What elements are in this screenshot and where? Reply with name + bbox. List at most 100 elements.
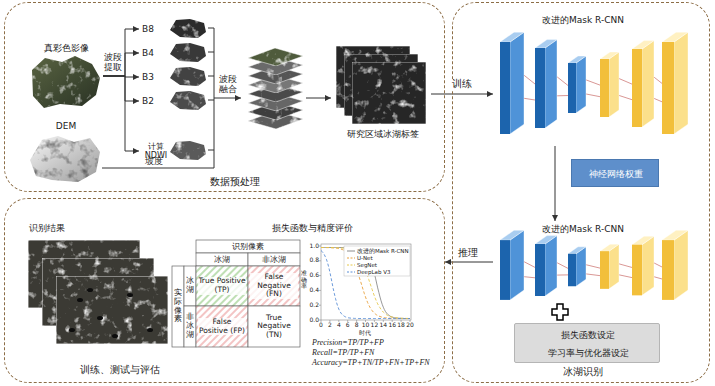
node-label: B2 xyxy=(142,96,154,106)
table-header-cell xyxy=(248,253,300,266)
image-node: DEM xyxy=(29,119,103,185)
layer-top xyxy=(535,40,557,48)
connector xyxy=(103,29,139,76)
merge-line xyxy=(208,52,214,53)
fusion-arrow xyxy=(214,98,241,99)
plus-symbol xyxy=(552,304,568,320)
lake-dot xyxy=(147,328,153,332)
layer-top xyxy=(500,32,524,42)
settings-box: 损失函数设定学习率与优化器设定 xyxy=(514,323,660,363)
table-cell: False Negative (FN) xyxy=(250,273,298,299)
table-header: 识别像素 xyxy=(232,242,264,251)
table-cell xyxy=(248,266,300,306)
axis-tick xyxy=(319,246,321,247)
layer-top xyxy=(662,230,688,240)
table-header-cell xyxy=(196,253,248,266)
layer-front xyxy=(535,244,545,296)
slope-line xyxy=(102,168,214,169)
layer-top xyxy=(568,247,586,254)
label-image-node: 研究区域冰湖标签 xyxy=(334,43,431,145)
layer-side xyxy=(609,52,619,117)
layer-front xyxy=(568,63,576,113)
tick-label: 12 xyxy=(371,322,379,329)
table-cell xyxy=(196,266,248,306)
legend-box xyxy=(344,246,410,276)
layer-side xyxy=(510,230,524,300)
edge-label: 训练 xyxy=(450,79,474,90)
node-label: 冰湖识别 xyxy=(563,367,603,378)
connector xyxy=(103,76,139,151)
layer-top xyxy=(632,41,654,49)
layer-front xyxy=(632,245,642,296)
node-label: 损失函数设定 xyxy=(561,330,615,340)
axis-tick xyxy=(319,290,321,291)
band-image xyxy=(170,43,206,62)
network-node: 改进的Mask R-CNN xyxy=(493,9,701,146)
layer-side xyxy=(674,32,688,134)
band-image xyxy=(170,141,206,160)
tick-label: 4 xyxy=(337,322,341,329)
layer-front xyxy=(600,59,609,117)
layer-front xyxy=(662,42,674,134)
layer-side xyxy=(642,236,654,295)
table-header: 冰湖 xyxy=(214,255,230,264)
legend-line xyxy=(347,265,355,266)
dashed-panel: 冰湖识别改进的Mask R-CNN神经网络权重改进的Mask R-CNN损失函数… xyxy=(452,2,710,383)
lake-dot xyxy=(112,334,118,338)
merge-line xyxy=(208,150,214,151)
layer-side xyxy=(674,230,688,300)
table-cell: True Negative (TN) xyxy=(250,314,298,340)
axis-tick xyxy=(319,275,321,276)
formula: Recall=TP/TP+FN xyxy=(312,348,374,357)
merge-line xyxy=(208,76,214,77)
legend-line xyxy=(347,272,355,273)
legend-label: DeepLab V3 xyxy=(357,269,390,275)
band-image xyxy=(170,91,206,110)
tick-label: 10 xyxy=(362,322,370,329)
layer-side xyxy=(545,236,557,296)
axis-tick xyxy=(319,260,321,261)
node-label: DEM xyxy=(56,121,76,131)
table-cell xyxy=(248,306,300,347)
axis-tick xyxy=(319,305,321,306)
stack-arrow xyxy=(306,98,331,99)
band-node: B8 xyxy=(139,18,209,40)
legend-line xyxy=(347,251,355,252)
node-label: 学习率与优化器设定 xyxy=(548,348,629,358)
label-image xyxy=(352,62,426,124)
tick-label: 14 xyxy=(379,322,387,329)
layer-front xyxy=(500,42,510,134)
lake-dot xyxy=(127,293,133,297)
dashed-panel: 数据预处理真彩色影像DEMB8B4B3B2计算 NDWI研究区域冰湖标签 xyxy=(4,2,445,192)
node-label: 训练、测试与评估 xyxy=(80,365,160,376)
annotation: 波段融合 xyxy=(219,74,238,95)
dem-image xyxy=(30,136,100,182)
legend-line xyxy=(347,258,355,259)
lake-dot xyxy=(97,316,103,320)
table-cell xyxy=(196,306,248,347)
tick-label: 0.2 xyxy=(309,302,319,309)
table-header-cell xyxy=(172,266,184,347)
tick-label: 0.0 xyxy=(309,317,319,324)
tick-label: 1.0 xyxy=(309,243,319,250)
tick-label: 2 xyxy=(328,322,332,329)
weights-box: 神经网络权重 xyxy=(571,159,659,187)
node-label: 神经网络权重 xyxy=(589,169,643,179)
layer-top xyxy=(632,236,654,244)
layer-top xyxy=(600,52,619,59)
band-layer xyxy=(248,48,303,66)
tick-label: 18 xyxy=(397,322,405,329)
formula: Accuracy=TP+TN/TP+FN+TP+FN xyxy=(312,358,430,367)
lake-dot xyxy=(77,298,83,302)
tick-label: 0 xyxy=(319,322,323,329)
band-node: B2 xyxy=(139,90,209,112)
connector xyxy=(103,76,139,101)
node-label: 真彩色影像 xyxy=(44,43,89,53)
layer-top xyxy=(535,236,557,244)
merge-line xyxy=(208,28,214,29)
layer-top xyxy=(662,32,688,42)
plot-frame xyxy=(321,244,411,320)
node-label: B8 xyxy=(142,24,154,34)
legend-label: SegNet xyxy=(357,262,377,268)
tick-label: 0.4 xyxy=(309,287,319,294)
